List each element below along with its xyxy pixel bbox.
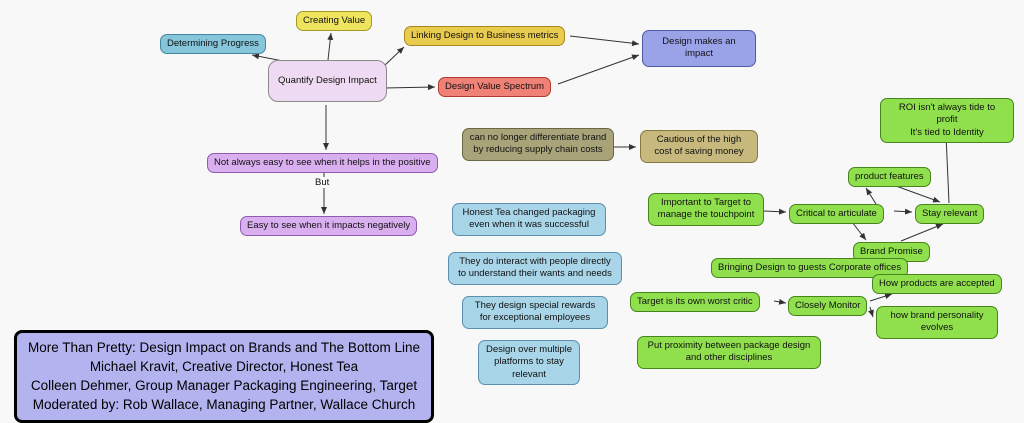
connector-spectrum-impact — [557, 54, 640, 85]
session-moderator-line: Moderated by: Rob Wallace, Managing Part… — [32, 397, 416, 413]
node-bringing-design-to-guests: Bringing Design to guests Corporate offi… — [711, 258, 909, 279]
node-roi-identity-line1: ROI isn't always tide to profit — [898, 102, 996, 126]
node-linking-design-business-metrics: Linking Design to Business metrics — [404, 26, 566, 47]
node-design-makes-an-impact: Design makes an impact — [642, 30, 756, 67]
node-put-proximity-package-design: Put proximity between package design and… — [637, 336, 821, 369]
node-target-own-worst-critic: Target is its own worst critic — [630, 292, 760, 313]
node-stay-relevant: Stay relevant — [915, 204, 985, 225]
node-closely-monitor: Closely Monitor — [788, 296, 868, 317]
connector-critic-closely-monitor — [773, 298, 787, 305]
session-title-line: More Than Pretty: Design Impact on Brand… — [28, 340, 420, 355]
connector-quantify-creating-value — [327, 32, 334, 61]
node-quantify-design-impact: Quantify Design Impact — [268, 60, 387, 103]
node-cautious-high-cost: Cautious of the high cost of saving mone… — [640, 130, 758, 163]
node-special-rewards-employees: They design special rewards for exceptio… — [462, 296, 608, 329]
node-how-products-are-accepted: How products are accepted — [872, 274, 1002, 295]
connector-important-critical — [763, 208, 787, 215]
connector-critical-brand-promise — [851, 221, 867, 241]
connector-critical-product-features — [865, 187, 877, 205]
session-speaker-line: Michael Kravit, Creative Director, Hones… — [89, 359, 359, 375]
connector-monitor-products-accepted — [869, 293, 893, 302]
connector-quantify-linking-design — [383, 46, 405, 67]
session-title-box: More Than Pretty: Design Impact on Brand… — [14, 330, 434, 423]
connector-monitor-brand-personality — [868, 306, 874, 318]
node-roi-identity-line2: It's tied to Identity — [910, 126, 984, 138]
node-cannot-differentiate-brand: can no longer differentiate brand by red… — [462, 128, 614, 161]
node-critical-to-articulate: Critical to articulate — [789, 204, 884, 225]
node-product-features: product features — [848, 167, 931, 188]
node-honest-tea-changed-packaging: Honest Tea changed packaging even when i… — [452, 203, 606, 236]
connector-promise-stay-relevant — [900, 223, 944, 242]
node-they-interact-with-people: They do interact with people directly to… — [448, 252, 622, 285]
node-creating-value: Creating Value — [296, 11, 373, 32]
connector-quantify-value-spectrum — [383, 84, 436, 91]
node-roi-identity: ROI isn't always tide to profit It's tie… — [880, 98, 1014, 144]
connector-stay-relevant-roi — [943, 134, 950, 204]
connector-features-stay-relevant — [895, 185, 941, 203]
connector-critical-stay-relevant — [893, 208, 913, 215]
node-easy-impacts-negatively: Easy to see when it impacts negatively — [240, 216, 418, 237]
node-determining-progress: Determining Progress — [160, 34, 266, 55]
session-speaker-line: Colleen Dehmer, Group Manager Packaging … — [30, 378, 418, 394]
node-how-brand-personality-evolves: how brand personality evolves — [876, 306, 998, 339]
node-important-to-target: Important to Target to manage the touchp… — [648, 193, 764, 226]
node-design-multiple-platforms: Design over multiple platforms to stay r… — [478, 340, 580, 386]
connector-linking-impact — [569, 35, 640, 47]
node-not-always-easy-positive: Not always easy to see when it helps in … — [207, 153, 438, 174]
label-but: But — [312, 177, 333, 188]
node-design-value-spectrum: Design Value Spectrum — [438, 77, 552, 98]
